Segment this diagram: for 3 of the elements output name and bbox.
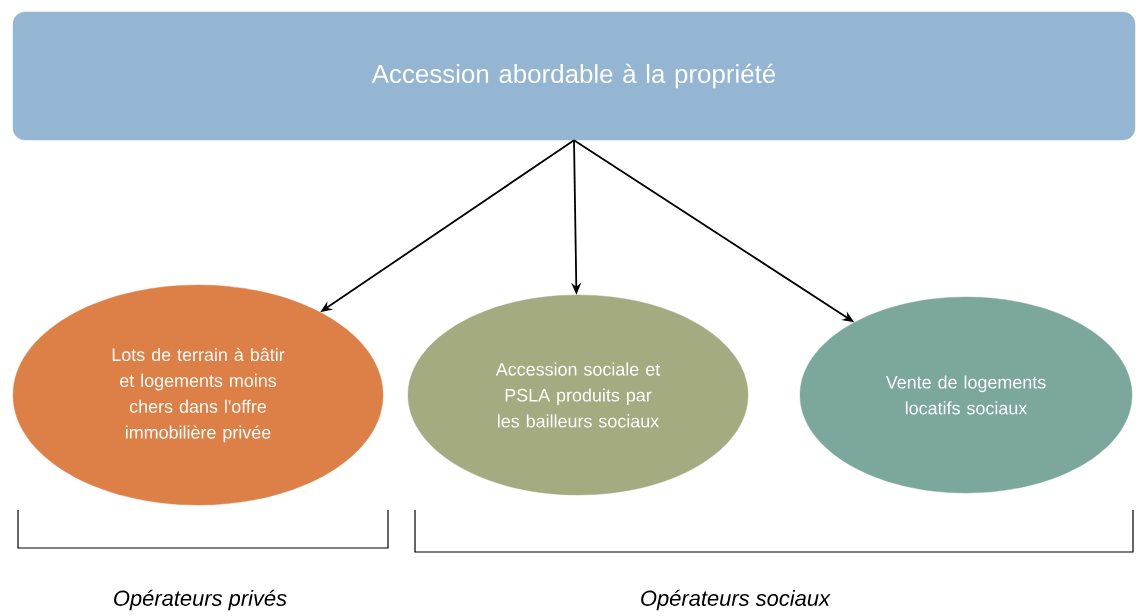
title-box: Accession abordable à la propriété bbox=[12, 11, 1136, 141]
group-label: Opérateurs privés bbox=[114, 589, 287, 611]
group-label: Opérateurs sociaux bbox=[641, 589, 831, 611]
